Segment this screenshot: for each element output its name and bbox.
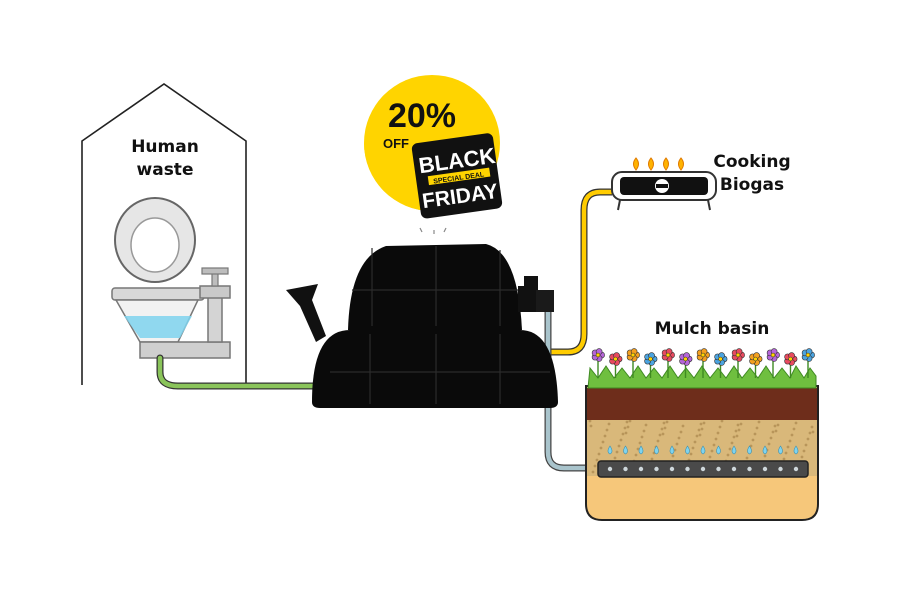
flower-icon — [661, 348, 675, 378]
flower-icon — [644, 352, 658, 378]
flower-icon — [591, 348, 815, 378]
flower-icon — [784, 352, 798, 378]
flower-icon — [626, 348, 640, 378]
cooking-label-line2: Biogas — [720, 175, 784, 195]
human-waste-label-line1: Human — [131, 137, 199, 157]
gas-stove-icon — [611, 157, 717, 211]
gas-pipe — [548, 188, 612, 356]
badge-off: OFF — [383, 136, 409, 151]
biogas-digester — [286, 244, 558, 408]
waste-pipe — [156, 354, 322, 390]
flower-icon — [591, 348, 605, 378]
flower-icon — [696, 348, 710, 378]
black-friday-badge: 20% OFF BLACK SPECIAL DEAL FRIDAY — [364, 75, 503, 234]
toilet-icon — [111, 197, 231, 359]
human-waste-label-line2: waste — [137, 160, 194, 180]
flower-icon — [714, 352, 728, 378]
flower-icon — [679, 352, 693, 378]
house-outline-icon — [81, 83, 247, 385]
mulch-basin — [585, 365, 819, 521]
cooking-label-line1: Cooking — [713, 152, 790, 172]
flower-icon — [609, 352, 623, 378]
flower-icon — [766, 348, 780, 378]
flower-icon — [801, 348, 815, 378]
mulch-basin-label: Mulch basin — [655, 319, 770, 339]
flower-icon — [749, 352, 763, 378]
badge-percent: 20% — [388, 97, 456, 135]
flower-icon — [731, 348, 745, 378]
